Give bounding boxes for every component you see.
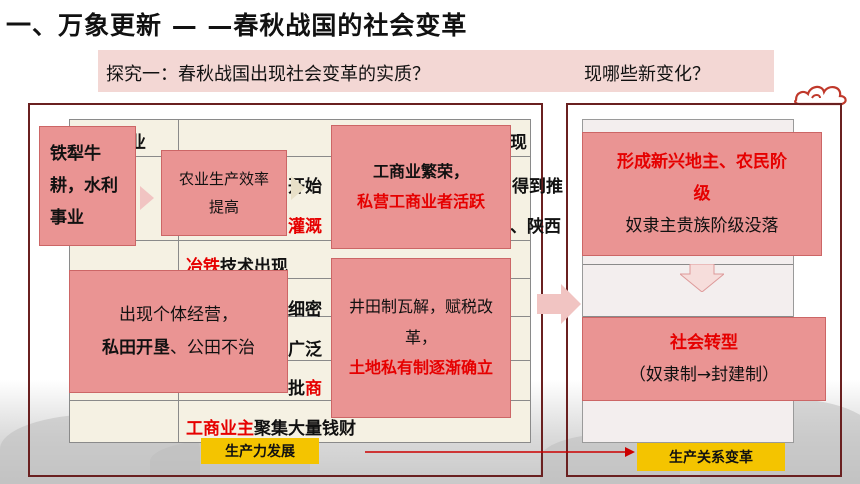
table-cell: 、陕西	[510, 217, 561, 237]
label-relations: 生产关系变革	[637, 443, 785, 471]
box-agri-efficiency: 农业生产效率提高	[161, 150, 287, 236]
page-title: 一、万象更新 — —春秋战国的社会变革	[6, 11, 468, 40]
long-arrow-right-icon	[365, 447, 635, 457]
box-social-transition: 社会转型 （奴隶制→封建制）	[582, 317, 826, 401]
arrow-down-icon	[680, 264, 724, 292]
table-cell: 细密	[288, 300, 322, 320]
box-commerce: 工商业繁荣， 私营工商业者活跃	[331, 125, 511, 249]
arrow-right-icon	[291, 176, 305, 200]
table-cell: 得到推	[512, 177, 563, 197]
big-arrow-right-icon	[537, 284, 581, 324]
box-iron-plough: 铁犁牛耕，水利事业	[39, 126, 136, 246]
label-productivity: 生产力发展	[201, 438, 319, 464]
table-header-right: 现	[510, 133, 527, 153]
table-cell: 广泛	[288, 340, 322, 360]
table-cell: 灌溉	[288, 217, 322, 237]
table-cell: 工商业主聚集大量钱财	[186, 419, 356, 439]
arrow-right-icon	[140, 186, 154, 210]
box-land-reform: 井田制瓦解，赋税改革， 土地私有制逐渐确立	[331, 258, 511, 418]
productivity-frame	[28, 103, 543, 477]
box-new-classes: 形成新兴地主、农民阶级 奴隶主贵族阶级没落	[582, 132, 822, 256]
explore-question-tail: 现哪些新变化？	[584, 64, 710, 85]
explore-question: 探究一：春秋战国出现社会变革的实质？	[106, 60, 440, 86]
table-cell: 批商	[288, 379, 322, 399]
box-private-farming: 出现个体经营， 私田开垦、公田不治	[69, 270, 288, 393]
